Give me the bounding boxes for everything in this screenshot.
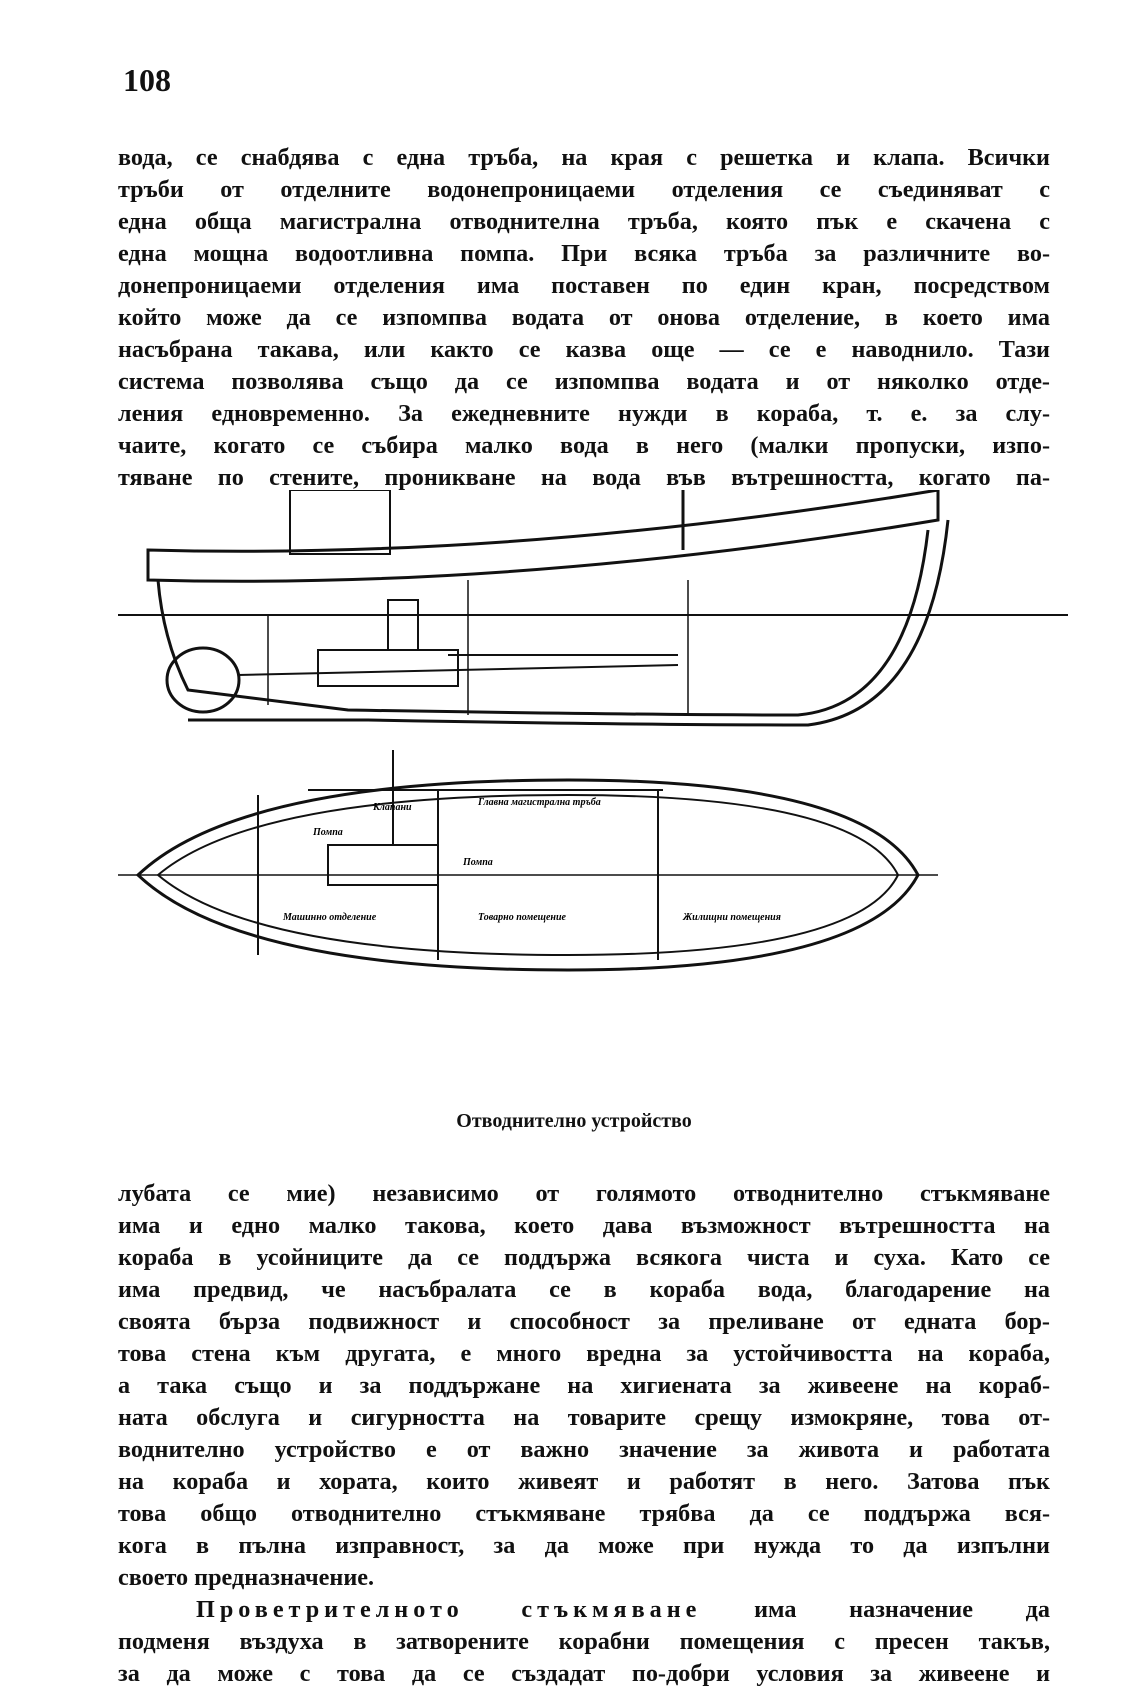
text-line: насъбрана такава, или както се казва още… [118, 336, 1050, 363]
text-line: за да може с това да се създадат по-добр… [118, 1660, 1050, 1687]
deckhouse [289, 489, 391, 555]
deck-line [146, 488, 940, 583]
text-line: система позволява също да се изпомпва во… [118, 368, 1050, 395]
text-line: кога в пълна изправност, за да може при … [118, 1532, 1050, 1559]
label-pump-left: Помпа [312, 827, 343, 838]
text-line: чаите, когато се събира малко вода в нег… [118, 432, 1050, 459]
text-line: една обща магистрална отводнителна тръба… [118, 208, 1050, 235]
text-line: една мощна водоотливна помпа. При всяка … [118, 240, 1050, 267]
label-valves: Клапани [372, 802, 412, 813]
engine [317, 649, 459, 687]
text-line: тяване по стените, проникване на вода въ… [118, 464, 1050, 491]
text-line: на кораба и хората, които живеят и работ… [118, 1468, 1050, 1495]
label-main-pipe: Главна магистрална тръба [477, 797, 601, 808]
plan-engine [327, 844, 439, 886]
text-line: това общо отводнително стъкмяване трябва… [118, 1500, 1050, 1527]
engine-casing [387, 599, 419, 651]
text-line: тръби от отделните водонепроницаеми отде… [118, 176, 1050, 203]
text-line: воднително устройство е от важно значени… [118, 1436, 1050, 1463]
section-term: Проветрителното стъкмяване [196, 1596, 702, 1623]
text-line: вода, се снабдява с една тръба, на края … [118, 144, 1050, 171]
shaft-line [237, 664, 679, 676]
text-line: Проветрителното стъкмяване има назначени… [118, 1594, 1050, 1626]
paragraph-top: вода, се снабдява с една тръба, на края … [118, 142, 1050, 494]
ship-drawing: Главна магистрална тръба Помпа Помпа Кла… [118, 488, 1068, 972]
text-line: подменя въздуха в затворените корабни по… [118, 1628, 1050, 1655]
ship-drainage-figure: Главна магистрална тръба Помпа Помпа Кла… [118, 488, 1068, 1100]
label-pump-right: Помпа [462, 857, 493, 868]
text-line: това стена към другата, е много вредна з… [118, 1340, 1050, 1367]
text-line: който може да се изпомпва водата от онов… [118, 304, 1050, 331]
text-line: донепроницаеми отделения има поставен по… [118, 272, 1050, 299]
figure-caption: Отводнително устройство [456, 1110, 692, 1132]
text-line: кораба в усойниците да се поддържа всяко… [118, 1244, 1050, 1271]
label-cargo-hold: Товарно помещение [478, 912, 567, 923]
text-fragment: има назначение да [701, 1596, 1050, 1623]
text-line: своето предназначение. [118, 1564, 375, 1591]
propeller [165, 646, 241, 714]
text-line: има предвид, че насъбралата се в кораба … [118, 1276, 1050, 1303]
text-line: лубата се мие) независимо от голямото от… [118, 1180, 1050, 1207]
text-line: а така също и за поддържане на хигиената… [118, 1372, 1050, 1399]
text-line: ления едновременно. За ежедневните нужди… [118, 400, 1050, 427]
page-number: 108 [123, 62, 171, 98]
text-line: своята бърза подвижност и способност за … [118, 1308, 1050, 1335]
text-line: ната обслуга и сигурността на товарите с… [118, 1404, 1050, 1431]
text-line: има и едно малко такова, което дава възм… [118, 1212, 1050, 1239]
label-engine-room: Машинно отделение [282, 912, 377, 923]
paragraph-bottom: лубата се мие) независимо от голямото от… [118, 1178, 1050, 1690]
label-living-quarters: Жилищни помещения [682, 912, 781, 923]
hull-outline [156, 529, 930, 717]
keel-line [188, 519, 950, 727]
